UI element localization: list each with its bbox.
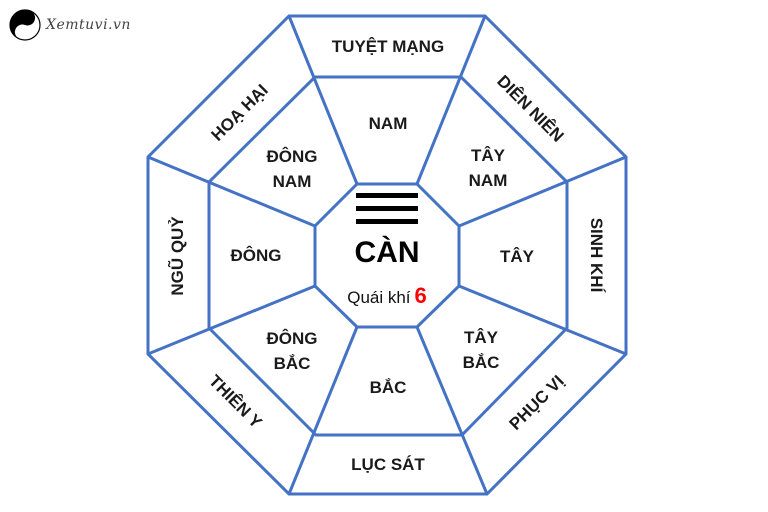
direction-northeast-1: ĐÔNG — [266, 329, 318, 348]
site-logo[interactable]: Xemtuvi.vn — [8, 8, 131, 42]
logo-text: Xemtuvi.vn — [46, 17, 131, 33]
direction-northwest-2: BẮC — [462, 353, 500, 372]
direction-southeast-1: ĐÔNG — [266, 147, 318, 166]
direction-southwest-1: TÂY — [471, 146, 505, 165]
can-trigram-icon — [356, 193, 418, 232]
quai-khi-number: 6 — [414, 283, 427, 308]
star-sinh-khi: SINH KHÍ — [587, 217, 606, 293]
star-tuyet-mang: TUYỆT MẠNG — [331, 37, 445, 56]
direction-north: BẮC — [369, 378, 407, 397]
direction-west: TÂY — [500, 247, 534, 266]
trigram-name: CÀN — [354, 236, 420, 269]
direction-east: ĐÔNG — [230, 246, 282, 265]
direction-southeast-2: NAM — [272, 172, 312, 191]
direction-northeast-2: BẮC — [273, 354, 311, 373]
direction-northwest-1: TÂY — [464, 328, 498, 347]
yin-yang-icon — [9, 9, 41, 41]
quai-khi-text: Quái khí — [347, 288, 411, 307]
star-luc-sat: LỤC SÁT — [351, 455, 425, 474]
direction-south: NAM — [368, 114, 408, 133]
direction-southwest-2: NAM — [468, 171, 508, 190]
star-ngu-quy: NGŨ QUỶ — [168, 216, 187, 296]
